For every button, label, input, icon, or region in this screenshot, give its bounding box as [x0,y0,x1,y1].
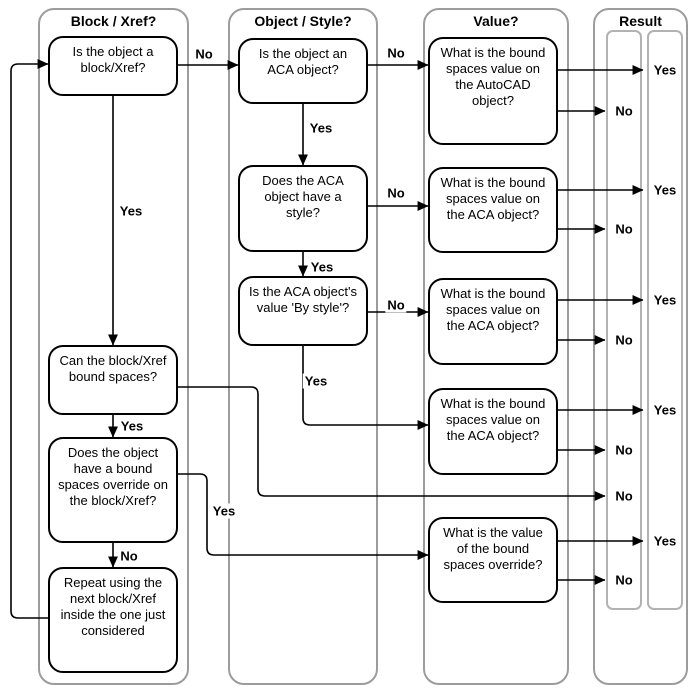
box-has-bound-override: Does the object have a bound spaces over… [48,437,178,543]
edge-label-style-no: No [385,185,407,201]
box-repeat-next-block: Repeat using the next block/Xref inside … [48,567,178,673]
edge-label-block-no: No [193,46,215,62]
result-label-5-yes: Yes [653,533,677,549]
column-object-style [228,8,378,685]
box-value-autocad-object: What is the bound spaces value on the Au… [428,37,558,145]
column-header-value: Value? [473,13,519,29]
edge-label-override-yes: Yes [210,503,238,519]
box-can-bound-spaces: Can the block/Xref bound spaces? [48,345,178,415]
edge-label-aca-no: No [385,45,407,61]
result-lane-yes [647,30,683,610]
result-label-4-yes: Yes [653,402,677,418]
result-label-5-no: No [615,572,633,588]
edge-label-block-yes: Yes [117,203,145,219]
box-value-aca-object-1: What is the bound spaces value on the AC… [428,167,558,253]
result-label-1-yes: Yes [653,62,677,78]
edge-label-canbound-yes: Yes [118,418,146,434]
result-label-3-no: No [615,332,633,348]
result-label-3-yes: Yes [653,292,677,308]
edge-label-style-yes: Yes [308,259,336,275]
edge-label-aca-yes: Yes [307,120,335,136]
column-result [593,8,688,685]
edge-label-bystyle-no: No [385,297,407,313]
result-label-canbound-no: No [615,488,633,504]
box-value-aca-object-3: What is the bound spaces value on the AC… [428,388,558,475]
box-is-aca-object: Is the object an ACA object? [238,38,368,104]
edge-label-bystyle-yes: Yes [302,373,330,389]
result-label-4-no: No [615,442,633,458]
result-label-2-no: No [615,221,633,237]
result-label-1-no: No [615,103,633,119]
column-header-object-style: Object / Style? [254,13,352,29]
result-label-2-yes: Yes [653,182,677,198]
result-lane-no [606,30,642,610]
column-header-block-xref: Block / Xref? [70,13,157,29]
box-aca-has-style: Does the ACA object have a style? [238,165,368,252]
box-value-bound-override: What is the value of the bound spaces ov… [428,517,558,603]
box-is-block-xref: Is the object a block/Xref? [48,36,178,96]
column-header-result: Result [619,13,662,29]
edge-label-override-no: No [118,548,140,564]
box-value-aca-object-2: What is the bound spaces value on the AC… [428,278,558,365]
box-is-by-style: Is the ACA object's value 'By style'? [238,276,368,346]
